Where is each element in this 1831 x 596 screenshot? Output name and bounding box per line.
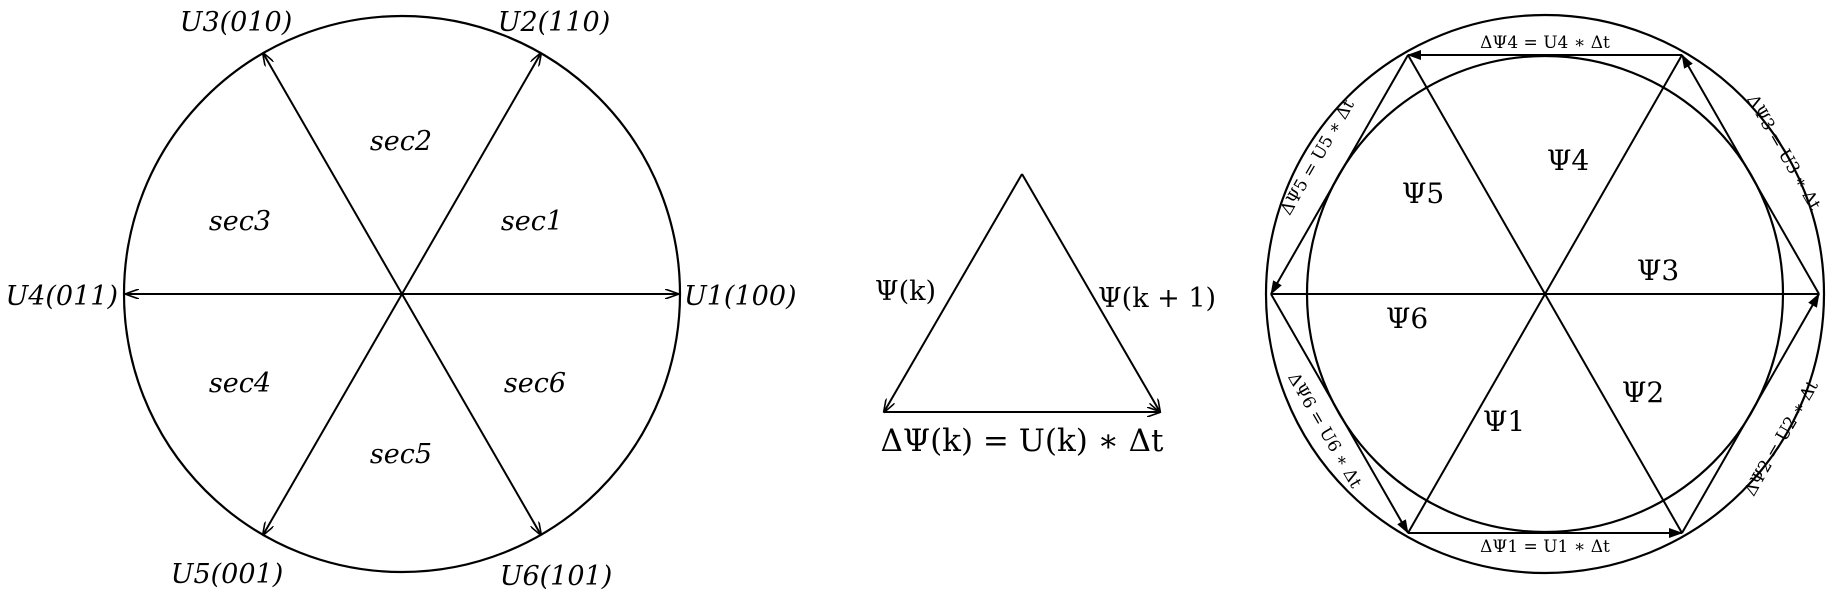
- vector-u3-label: U3(010): [180, 7, 293, 38]
- delta-flux-1-label: ΔΨ1 = U1 ∗ Δt: [1480, 537, 1610, 557]
- hex-edge-3-arrow: [1681, 54, 1820, 295]
- delta-flux-3-label: ΔΨ3 = U3 ∗ Δt: [1742, 91, 1824, 213]
- delta-flux-5-label: ΔΨ5 = U5 ∗ Δt: [1277, 96, 1359, 218]
- vector-u1-label: U1(100): [684, 281, 797, 312]
- hex-edge-2-arrow: [1681, 293, 1820, 534]
- flux-1-label: Ψ1: [1483, 405, 1525, 438]
- sector-2-label: sec2: [370, 126, 432, 157]
- vector-u6-arrow: [401, 293, 541, 535]
- delta-flux-equation: ΔΨ(k) = U(k) ∗ Δt: [881, 423, 1164, 459]
- outer-circle: [1264, 13, 1826, 575]
- vector-u4-label: U4(011): [5, 281, 118, 312]
- sector-4-label: sec4: [209, 368, 271, 399]
- vector-u6-label: U6(101): [500, 561, 613, 592]
- vector-u2-label: U2(110): [498, 7, 611, 38]
- vector-u3-arrow: [263, 53, 403, 295]
- spoke-120: [1407, 54, 1546, 295]
- sector-5-label: sec5: [370, 439, 432, 470]
- flux-k1-arrow: [1021, 173, 1160, 412]
- hex-edge-5-arrow: [1270, 54, 1409, 295]
- spoke-300: [1544, 293, 1683, 534]
- delta-flux-2-label: ΔΨ2 = U2 ∗ Δt: [1741, 377, 1823, 499]
- vector-u2-arrow: [401, 53, 541, 295]
- sector-6-label: sec6: [504, 368, 566, 399]
- hex-edge-6-arrow: [1270, 293, 1409, 534]
- vector-u5-arrow: [263, 293, 403, 535]
- sector-3-label: sec3: [209, 206, 271, 237]
- flux-triangle: Ψ(k) Ψ(k + 1) ΔΨ(k) = U(k) ∗ Δt: [875, 173, 1216, 459]
- spoke-60: [1544, 54, 1683, 295]
- flux-6-label: Ψ6: [1386, 302, 1428, 335]
- flux-2-label: Ψ2: [1622, 376, 1664, 409]
- flux-5-label: Ψ5: [1402, 177, 1444, 210]
- sector-circle: [122, 14, 682, 574]
- flux-k-label: Ψ(k): [875, 276, 936, 307]
- sector-1-label: sec1: [501, 206, 563, 237]
- spoke-240: [1407, 293, 1546, 534]
- flux-3-label: Ψ3: [1637, 254, 1679, 287]
- sector-diagram: U1(100) U2(110) U3(010) U4(011) U5(001) …: [5, 7, 796, 592]
- delta-flux-4-label: ΔΨ4 = U4 ∗ Δt: [1480, 33, 1610, 53]
- flux-4-label: Ψ4: [1547, 144, 1589, 177]
- vector-u5-label: U5(001): [171, 559, 284, 590]
- hexagon-diagram: Ψ1 Ψ2 Ψ3 Ψ4 Ψ5 Ψ6 ΔΨ1 = U1 ∗ Δt ΔΨ2 = U2…: [1264, 13, 1826, 575]
- flux-k-arrow: [884, 173, 1023, 412]
- flux-k1-label: Ψ(k + 1): [1098, 283, 1216, 314]
